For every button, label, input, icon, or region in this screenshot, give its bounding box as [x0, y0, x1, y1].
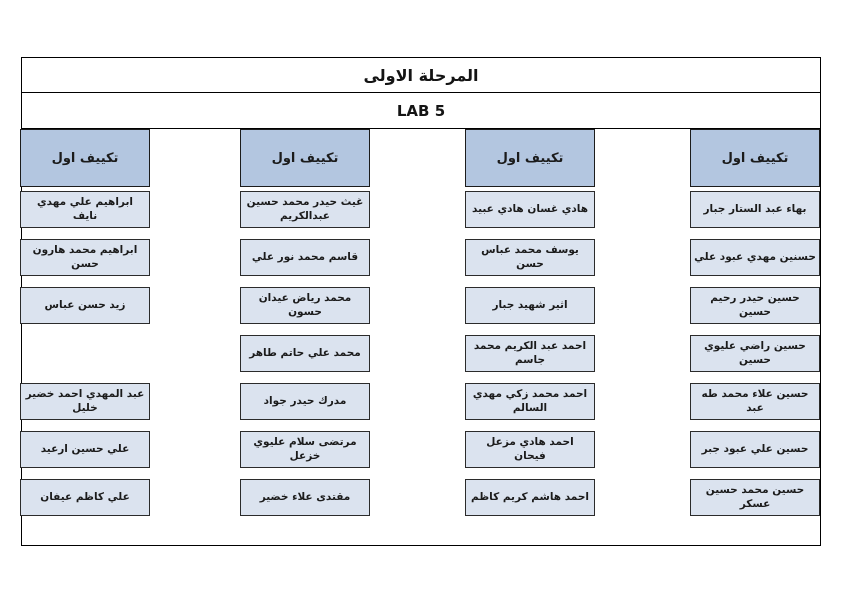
- group-header-1: تكييف اول: [690, 129, 820, 187]
- name-cell: حسنين مهدي عبود علي: [690, 239, 820, 276]
- name-cell: احمد هاشم كريم كاظم: [465, 479, 595, 516]
- name-cell: علي حسين ارعيد: [20, 431, 150, 468]
- name-cell: مرتضى سلام عليوي خزعل: [240, 431, 370, 468]
- name-cell: احمد محمد زكي مهدي السالم: [465, 383, 595, 420]
- lab-title-row: LAB 5: [22, 93, 820, 129]
- name-cell: محمد رياض عيدان حسون: [240, 287, 370, 324]
- name-cell: مقتدى علاء خضير: [240, 479, 370, 516]
- name-cell: علي كاظم عيفان: [20, 479, 150, 516]
- group-header-3: تكييف اول: [240, 129, 370, 187]
- stage-title-row: المرحلة الاولى: [22, 58, 820, 93]
- name-cell: اثير شهيد جبار: [465, 287, 595, 324]
- name-cell: يوسف محمد عباس حسن: [465, 239, 595, 276]
- group-header-2: تكييف اول: [465, 129, 595, 187]
- name-cell: ابراهيم محمد هارون حسن: [20, 239, 150, 276]
- columns-area: تكييف اول بهاء عبد الستار جبار حسنين مهد…: [20, 129, 820, 544]
- name-cell: ابراهيم علي مهدي نايف: [20, 191, 150, 228]
- name-cell: زيد حسن عباس: [20, 287, 150, 324]
- group-header-4: تكييف اول: [20, 129, 150, 187]
- name-cell: حسين علي عبود جبر: [690, 431, 820, 468]
- name-cell: هادي غسان هادي عبيد: [465, 191, 595, 228]
- name-cell: بهاء عبد الستار جبار: [690, 191, 820, 228]
- name-cell: حسين علاء محمد طه عبد: [690, 383, 820, 420]
- name-cell-empty: [20, 335, 150, 372]
- schedule-table: المرحلة الاولى LAB 5 تكييف اول بهاء عبد …: [20, 57, 821, 546]
- name-cell: حسين راضي عليوي حسين: [690, 335, 820, 372]
- name-cell: حسين حيدر رحيم حسين: [690, 287, 820, 324]
- name-cell: عبد المهدي احمد خضير خليل: [20, 383, 150, 420]
- name-cell: حسين محمد حسين عسكر: [690, 479, 820, 516]
- name-cell: احمد عبد الكريم محمد جاسم: [465, 335, 595, 372]
- name-cell: احمد هادي مزعل فيحان: [465, 431, 595, 468]
- lab-label: LAB 5: [396, 101, 446, 120]
- name-cell: مدرك حيدر جواد: [240, 383, 370, 420]
- name-cell: غيث حيدر محمد حسين عبدالكريم: [240, 191, 370, 228]
- name-cell: محمد علي حاتم طاهر: [240, 335, 370, 372]
- name-cell: قاسم محمد نور علي: [240, 239, 370, 276]
- page-title: المرحلة الاولى: [363, 65, 479, 85]
